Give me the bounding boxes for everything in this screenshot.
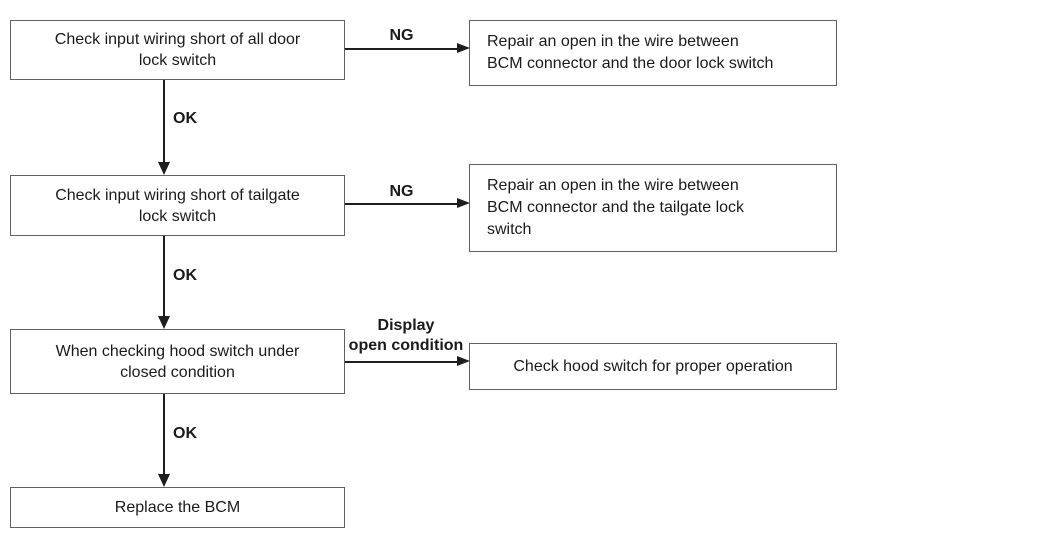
arrow-down-icon [158, 316, 170, 329]
arrow-right-icon [457, 43, 470, 53]
connector-line-step3-step4 [163, 394, 165, 475]
edge-label-ok-1: OK [173, 110, 197, 127]
arrow-down-icon [158, 474, 170, 487]
arrow-right-icon [457, 356, 470, 366]
flow-box-check-tailgate-lock-switch: Check input wiring short of tailgate loc… [10, 175, 345, 236]
flow-box-repair-door-lock-wire: Repair an open in the wire between BCM c… [469, 20, 837, 86]
edge-label-display-open-condition: Display open condition [348, 317, 464, 354]
connector-line-step1-repair1 [345, 48, 458, 50]
edge-label-ok-3: OK [173, 425, 197, 442]
flow-box-repair-tailgate-lock-wire: Repair an open in the wire between BCM c… [469, 164, 837, 252]
edge-label-ng-2: NG [389, 183, 414, 200]
flow-box-replace-bcm: Replace the BCM [10, 487, 345, 528]
arrow-down-icon [158, 162, 170, 175]
connector-line-step2-repair2 [345, 203, 458, 205]
flow-box-check-door-lock-switch: Check input wiring short of all door loc… [10, 20, 345, 80]
connector-line-step2-step3 [163, 236, 165, 317]
connector-line-step1-step2 [163, 80, 165, 164]
arrow-right-icon [457, 198, 470, 208]
edge-label-ok-2: OK [173, 267, 197, 284]
edge-label-ng-1: NG [389, 27, 414, 44]
flow-box-check-hood-switch-operation: Check hood switch for proper operation [469, 343, 837, 390]
flow-box-check-hood-switch-closed: When checking hood switch under closed c… [10, 329, 345, 394]
connector-line-step3-check-hood [345, 361, 458, 363]
